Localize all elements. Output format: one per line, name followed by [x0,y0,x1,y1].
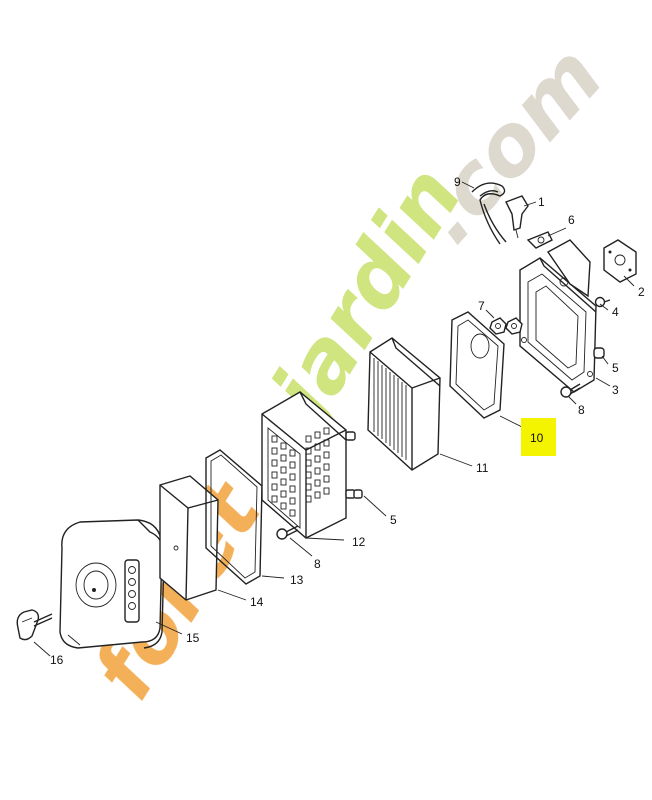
label-part-15: 15 [186,631,200,645]
knob-part-16 [16,609,53,641]
nut-part-7b [505,317,523,335]
label-part-14: 14 [250,595,264,609]
cover-part-15 [59,519,165,649]
clip-part-6 [526,231,553,249]
label-part-3: 3 [612,383,619,397]
label-part-2: 2 [638,285,645,299]
screw-part-4 [594,296,611,308]
screw-part-8-bottom [276,525,299,540]
label-part-8-bottom: 8 [314,557,321,571]
foam-part-14 [159,475,219,601]
label-part-16: 16 [50,653,64,667]
leader-lines [33,181,635,657]
highlight-box-part-10 [521,418,556,456]
watermark-dotcom: .com [397,27,622,261]
gasket-part-13 [205,449,263,585]
part-number-labels: 9 1 6 2 7 4 5 3 8 10 11 5 12 8 13 14 15 … [50,175,645,667]
label-part-5-bottom: 5 [390,513,397,527]
fitting-part-1 [505,195,529,239]
plate-part-2 [603,239,637,283]
screw-part-5-top [593,347,605,359]
grid-part-12 [261,391,356,539]
baseplate-part-3 [519,239,597,393]
nut-part-7a [489,317,507,335]
label-part-12: 12 [352,535,366,549]
label-part-7: 7 [478,299,485,313]
label-part-5-top: 5 [612,361,619,375]
label-part-6: 6 [568,213,575,227]
filter-part-11 [367,337,441,471]
label-part-9: 9 [454,175,461,189]
hose-part-9 [471,182,507,245]
screw-part-8-top [560,383,581,398]
label-part-10: 10 [530,431,544,445]
screw-part-5-bottom [353,489,363,499]
label-part-13: 13 [290,573,304,587]
seal-part-10 [449,311,505,419]
label-part-1: 1 [538,195,545,209]
label-part-4: 4 [612,305,619,319]
label-part-8-top: 8 [578,403,585,417]
label-part-11: 11 [476,461,489,475]
